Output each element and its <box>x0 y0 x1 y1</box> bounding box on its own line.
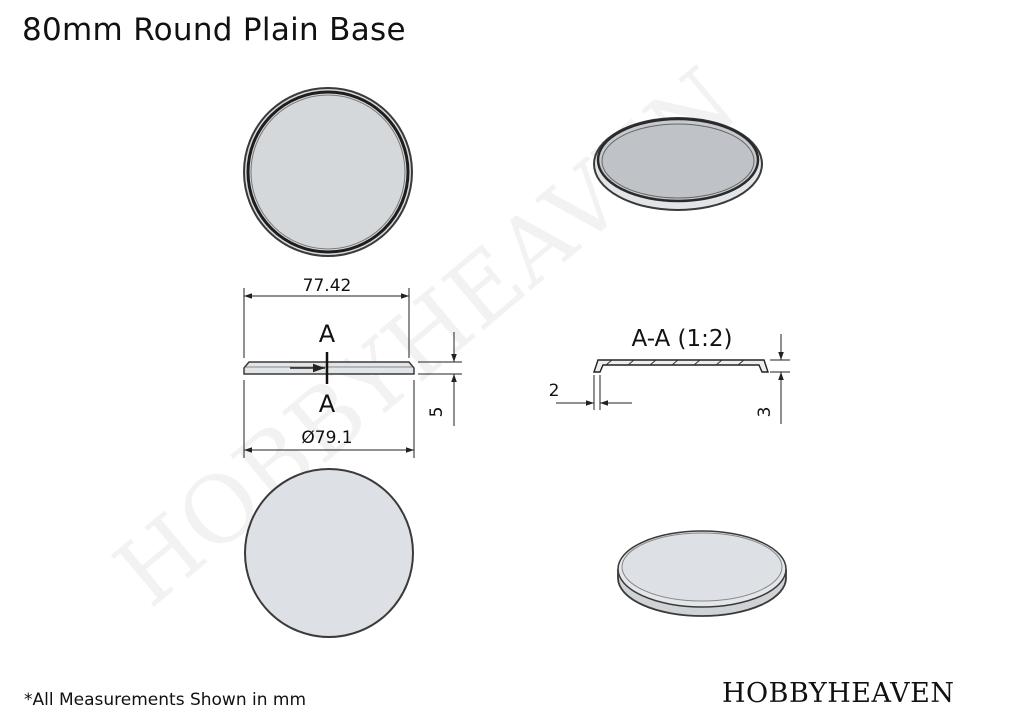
measurement-footnote: *All Measurements Shown in mm <box>24 690 307 710</box>
dimension-base-diameter: Ø79.1 <box>243 380 415 458</box>
top-view <box>243 87 413 257</box>
dimension-lip-height: 3 <box>755 334 790 424</box>
top-width-label: 77.42 <box>303 276 352 296</box>
page-title: 80mm Round Plain Base <box>22 12 406 48</box>
section-marker-top: A <box>319 320 336 348</box>
brand-logo-text: HOBBYHEAVEN <box>722 678 955 709</box>
base-diameter-label: Ø79.1 <box>301 428 352 448</box>
section-title: A-A (1:2) <box>631 326 732 352</box>
wall-thickness-label: 2 <box>549 381 560 401</box>
section-marker: A A <box>290 320 336 418</box>
side-view <box>243 361 415 375</box>
isometric-top-view <box>593 117 763 211</box>
lip-height-label: 3 <box>755 407 775 418</box>
isometric-bottom-view <box>617 530 787 617</box>
dimension-top-width: 77.42 <box>243 276 410 358</box>
dimension-height: 5 <box>418 332 462 426</box>
section-view: A-A (1:2) <box>593 326 769 373</box>
dimension-wall-thickness: 2 <box>549 375 632 410</box>
bottom-view <box>244 468 414 638</box>
height-label: 5 <box>427 407 447 418</box>
section-marker-bottom: A <box>319 390 336 418</box>
